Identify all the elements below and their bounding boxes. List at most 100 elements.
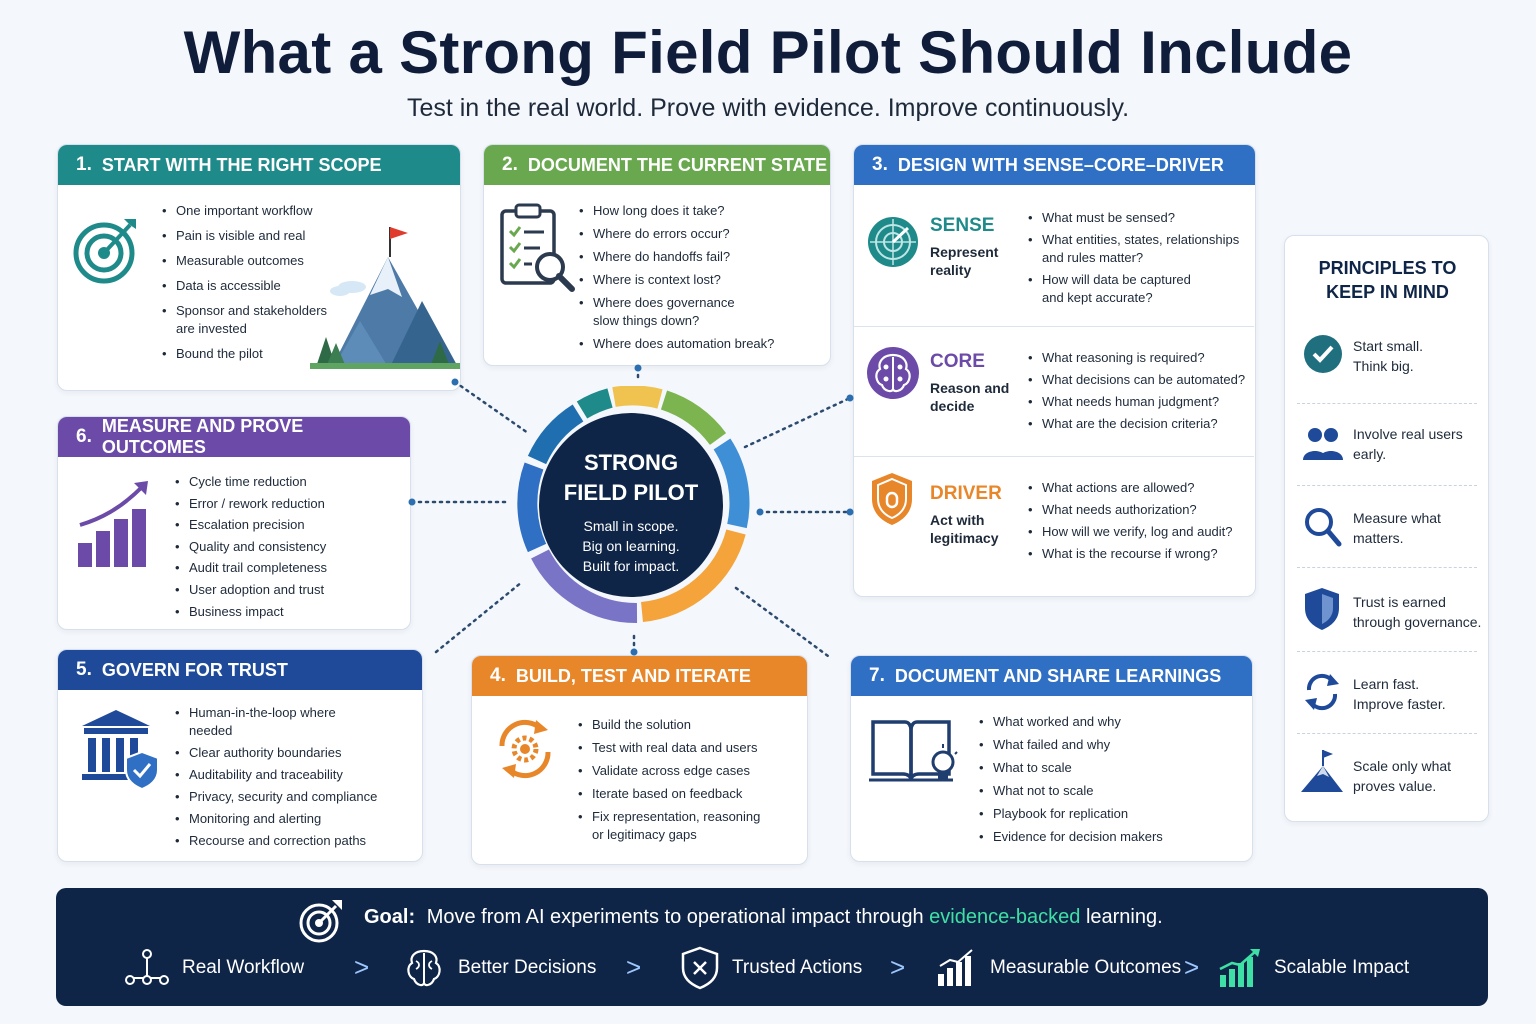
list-item: One important workflow xyxy=(162,202,342,220)
list-item: How will we verify, log and audit? xyxy=(1028,523,1248,541)
center-sub-2: Big on learning. xyxy=(582,538,680,554)
list-item: Audit trail completeness xyxy=(175,559,395,577)
center-label: STRONG FIELD PILOT Small in scope. Big o… xyxy=(541,422,721,602)
page-subtitle: Test in the real world. Prove with evide… xyxy=(406,94,1130,122)
list-item: Test with real data and users xyxy=(578,739,793,757)
chevron-right-icon: > xyxy=(626,952,642,982)
target-icon xyxy=(299,900,342,943)
list-item: Recourse and correction paths xyxy=(175,832,415,850)
users-icon xyxy=(1303,428,1343,460)
list-item: Bound the pilot xyxy=(162,345,342,363)
current-state-list: How long does it take? Where do errors o… xyxy=(579,202,794,353)
list-item: Where is context lost? xyxy=(579,271,794,289)
principle-text: Measure what matters. xyxy=(1353,510,1441,546)
list-item: Where do errors occur? xyxy=(579,225,794,243)
card-number: 1. xyxy=(76,154,92,175)
card-header: 7. DOCUMENT AND SHARE LEARNINGS xyxy=(851,656,1252,696)
core-section: CORE Reason and decide What reasoning is… xyxy=(854,327,1254,457)
card-number: 7. xyxy=(869,665,885,686)
divider xyxy=(1297,733,1477,734)
growth-chart-icon xyxy=(1219,949,1260,987)
card-header: 6. MEASURE AND PROVE OUTCOMES xyxy=(58,417,410,457)
list-item: Fix representation, reasoning or legitim… xyxy=(578,808,768,844)
clipboard-magnifier-icon xyxy=(500,203,575,292)
card-build: 4. BUILD, TEST AND ITERATE Build the sol… xyxy=(471,655,808,865)
list-item: What is the recourse if wrong? xyxy=(1028,545,1248,563)
sense-list: What must be sensed? What entities, stat… xyxy=(1028,209,1248,311)
core-desc: Reason and decide xyxy=(930,380,1010,414)
list-item: Evidence for decision makers xyxy=(979,828,1219,846)
list-item: What to scale xyxy=(979,759,1219,777)
card-header: 5. GOVERN FOR TRUST xyxy=(58,650,422,690)
principles-title: PRINCIPLES TO KEEP IN MIND xyxy=(1285,256,1488,304)
list-item: Data is accessible xyxy=(162,277,342,295)
learnings-list: What worked and why What failed and why … xyxy=(979,713,1219,846)
list-item: Auditability and traceability xyxy=(175,766,415,784)
principle-text: Scale only what proves value. xyxy=(1353,758,1452,794)
list-item: Playbook for replication xyxy=(979,805,1219,823)
principles-title-2: KEEP IN MIND xyxy=(1326,282,1449,302)
card-number: 5. xyxy=(76,659,92,680)
principle-item: Measure what matters. xyxy=(1285,488,1488,568)
card-measure: 6. MEASURE AND PROVE OUTCOMES Cycle time… xyxy=(57,416,411,630)
center-title-1: STRONG xyxy=(583,450,679,475)
flow-label: Real Workflow xyxy=(182,957,305,978)
center-title-2: FIELD PILOT xyxy=(563,480,699,505)
core-list: What reasoning is required? What decisio… xyxy=(1028,349,1248,437)
chevron-right-icon: > xyxy=(890,952,906,982)
check-circle-icon xyxy=(1304,335,1342,373)
card-title: MEASURE AND PROVE OUTCOMES xyxy=(101,416,304,457)
center-sub-1: Small in scope. xyxy=(583,518,679,534)
flow-step-trusted-actions: Trusted Actions xyxy=(680,946,862,990)
driver-list: What actions are allowed? What needs aut… xyxy=(1028,479,1248,567)
principles-title-1: PRINCIPLES TO xyxy=(1318,258,1457,278)
list-item: What not to scale xyxy=(979,782,1219,800)
core-name: CORE xyxy=(930,351,985,372)
brain-icon xyxy=(867,347,919,399)
card-scope: 1. START WITH THE RIGHT SCOPE One import… xyxy=(57,144,461,391)
radar-icon xyxy=(868,217,918,267)
list-item: Monitoring and alerting xyxy=(175,810,415,828)
chevron-right-icon: > xyxy=(1184,952,1200,982)
card-title: BUILD, TEST AND ITERATE xyxy=(515,665,751,686)
driver-section: DRIVER Act with legitimacy What actions … xyxy=(854,457,1254,596)
divider xyxy=(1297,403,1477,404)
list-item: What needs human judgment? xyxy=(1028,393,1248,411)
card-number: 4. xyxy=(490,665,506,686)
magnifier-icon xyxy=(1305,508,1342,547)
list-item: Cycle time reduction xyxy=(175,473,395,491)
principle-item: Involve real users early. xyxy=(1285,406,1488,486)
card-header: 3. DESIGN WITH SENSE–CORE–DRIVER xyxy=(854,145,1255,185)
scope-list: One important workflow Pain is visible a… xyxy=(162,202,342,363)
goal-text: Goal: Move from AI experiments to operat… xyxy=(364,906,1163,929)
card-number: 2. xyxy=(502,154,518,175)
flow-step-scalable-impact: Scalable Impact xyxy=(1218,946,1409,990)
growth-chart-icon xyxy=(78,481,148,567)
refresh-icon xyxy=(1305,673,1339,711)
card-design: 3. DESIGN WITH SENSE–CORE–DRIVER SENSE R… xyxy=(853,144,1256,597)
card-learnings: 7. DOCUMENT AND SHARE LEARNINGS What wor… xyxy=(850,655,1253,862)
mountain-flag-icon xyxy=(1301,750,1343,792)
list-item: Quality and consistency xyxy=(175,538,395,556)
pilot-ring xyxy=(517,386,750,624)
flow-label: Trusted Actions xyxy=(732,957,863,978)
bar-chart-icon xyxy=(938,949,973,986)
flow-step-real-workflow: Real Workflow xyxy=(124,946,304,990)
institution-shield-icon xyxy=(82,710,159,791)
card-title: DOCUMENT AND SHARE LEARNINGS xyxy=(894,665,1222,686)
list-item: User adoption and trust xyxy=(175,581,395,599)
list-item: Pain is visible and real xyxy=(162,227,342,245)
principle-text: Learn fast. Improve faster. xyxy=(1353,676,1446,712)
divider xyxy=(1297,485,1477,486)
divider xyxy=(1297,651,1477,652)
list-item: Where does governance slow things down? xyxy=(579,294,749,330)
card-number: 6. xyxy=(76,426,92,447)
sense-desc: Represent reality xyxy=(930,244,999,278)
principle-text: Start small. Think big. xyxy=(1353,338,1424,374)
list-item: Clear authority boundaries xyxy=(175,744,415,762)
build-list: Build the solution Test with real data a… xyxy=(578,716,793,844)
shield-icon xyxy=(1305,588,1339,630)
principle-text: Trust is earned through governance. xyxy=(1353,594,1482,630)
principles-panel: PRINCIPLES TO KEEP IN MIND Start small. … xyxy=(1284,235,1489,822)
